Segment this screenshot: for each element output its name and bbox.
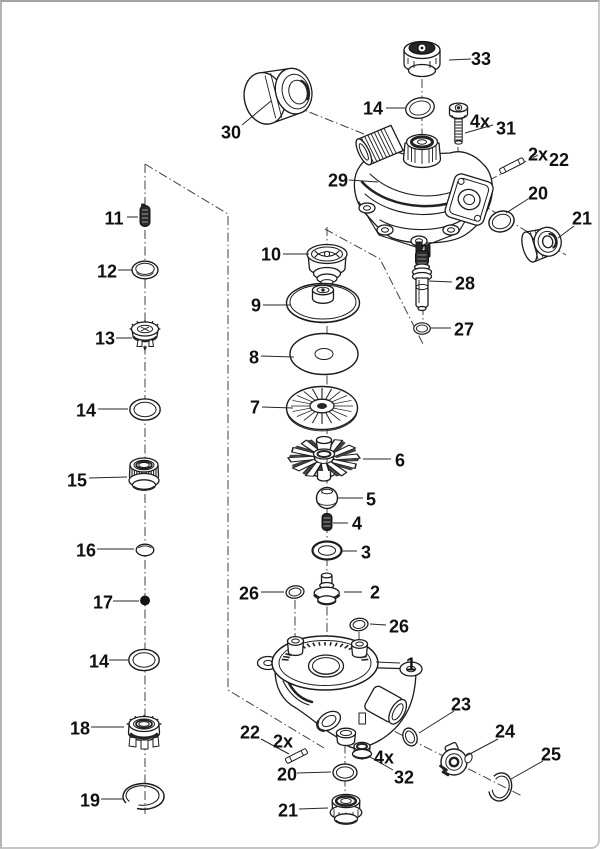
part-9-disc <box>285 282 361 324</box>
qty-label-32: 4x <box>374 748 394 768</box>
callout-12: 12 <box>97 262 117 282</box>
part-14-oring-left-upper <box>129 398 161 421</box>
part-14-oring-top <box>403 94 437 122</box>
callout-22-bottom: 22 <box>240 723 260 743</box>
part-3-oring-thick <box>311 540 343 561</box>
callout-32: 32 <box>394 768 414 788</box>
qty-label-22-top: 2x <box>528 145 548 165</box>
part-21-fitting-top <box>521 226 562 263</box>
qty-label-22-bottom: 2x <box>273 732 293 752</box>
part-19-snap-ring <box>122 782 165 810</box>
part-13-valve <box>129 320 161 352</box>
part-17-ball-dark <box>140 595 150 606</box>
callout-2: 2 <box>370 583 380 603</box>
callout-31: 31 <box>496 119 516 139</box>
qty-label-31: 4x <box>470 112 490 132</box>
part-32-nut <box>351 741 373 760</box>
callout-21-bottom: 21 <box>278 801 298 821</box>
callout-3: 3 <box>361 543 371 563</box>
callout-20-bottom: 20 <box>277 765 297 785</box>
part-22-pin-top <box>499 157 525 175</box>
callout-14-top: 14 <box>363 99 383 119</box>
callout-13: 13 <box>95 329 115 349</box>
callout-labels: 33 30 14 4x 31 29 2x 22 20 21 10 28 9 27… <box>67 49 592 821</box>
callout-18: 18 <box>70 719 90 739</box>
part-28-valve-stem <box>411 250 433 312</box>
part-21-plug-bottom <box>329 793 363 825</box>
part-4-spring <box>321 513 333 531</box>
callout-20-top: 20 <box>528 184 548 204</box>
callout-28: 28 <box>455 274 475 294</box>
part-33-cap <box>403 40 441 78</box>
callout-26-right: 26 <box>389 617 409 637</box>
part-16-ball <box>135 543 155 557</box>
callout-27: 27 <box>454 320 474 340</box>
callout-1: 1 <box>406 655 416 675</box>
leader-lines <box>88 58 575 810</box>
part-25-snap-ring <box>488 772 513 802</box>
part-2-valve-insert <box>313 572 341 606</box>
part-11-pin-spring <box>139 203 151 227</box>
part-10-cap <box>306 243 348 285</box>
callout-11: 11 <box>104 209 123 229</box>
part-12-ring <box>131 260 159 280</box>
callout-7: 7 <box>250 398 260 418</box>
callout-24: 24 <box>495 722 515 742</box>
part-14-oring-left-lower <box>128 648 160 672</box>
callout-26-left: 26 <box>239 584 259 604</box>
callout-23: 23 <box>451 695 471 715</box>
part-20-oring-top <box>488 210 515 233</box>
part-26-oring-left <box>284 583 306 601</box>
part-27-oring <box>413 322 431 335</box>
part-24-fitting <box>439 741 473 777</box>
part-15-ratchet-cap <box>128 457 160 491</box>
callout-5: 5 <box>366 490 376 510</box>
callout-6: 6 <box>395 451 405 471</box>
callout-4: 4 <box>352 514 362 534</box>
part-6-impeller <box>287 435 361 482</box>
callout-25: 25 <box>541 745 561 765</box>
part-26-oring-right <box>348 616 370 633</box>
part-8-diaphragm <box>289 332 359 376</box>
part-7-finned-disc <box>285 385 359 432</box>
part-1-lower-housing <box>256 635 423 749</box>
part-29-upper-housing <box>353 124 494 260</box>
callout-21-top: 21 <box>572 209 592 229</box>
callout-16: 16 <box>76 541 96 561</box>
callout-14-left-upper: 14 <box>76 401 96 421</box>
part-31-screw <box>448 102 469 145</box>
callout-30: 30 <box>221 123 241 143</box>
callout-33: 33 <box>471 49 491 69</box>
part-5-ball-seat <box>315 486 339 510</box>
callout-15: 15 <box>67 471 87 491</box>
callout-19: 19 <box>80 791 100 811</box>
callout-29: 29 <box>328 171 348 191</box>
callout-10: 10 <box>261 245 281 265</box>
part-22-pin-bottom <box>284 748 308 764</box>
part-20-oring-bottom <box>332 763 358 782</box>
part-30-plug <box>243 67 313 125</box>
part-23-oring <box>402 727 418 747</box>
callout-9: 9 <box>251 296 261 316</box>
callout-8: 8 <box>249 348 259 368</box>
callout-17: 17 <box>93 593 113 613</box>
callout-14-left-lower: 14 <box>89 652 109 672</box>
callout-22-top: 22 <box>549 150 569 170</box>
part-18-ratchet-valve <box>126 714 162 750</box>
